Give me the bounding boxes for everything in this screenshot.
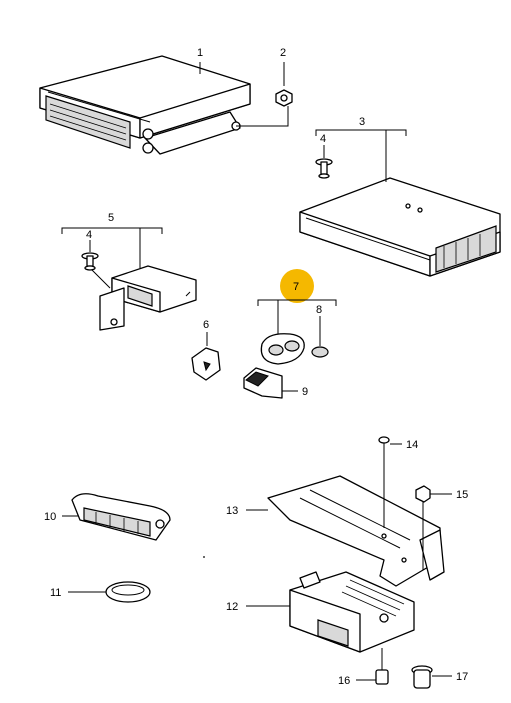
leader-4b-2 [91,269,111,289]
stray-dot [203,556,205,558]
mounting-bracket-part-13 [267,475,445,587]
bolt-part-15 [415,485,431,570]
callout-14: 14 [406,439,418,451]
callout-5: 5 [108,212,114,224]
bracket-3 [315,129,407,136]
callout-4a: 4 [320,133,326,145]
control-unit-part-3 [299,177,501,277]
callout-17: 17 [456,671,468,683]
remote-fob-part-7 [260,333,305,365]
nut-part-2 [275,89,293,107]
module-part-5 [99,265,197,331]
highlight-marker [280,269,314,303]
bracket-7 [257,299,337,306]
battery-part-8 [311,346,329,358]
callout-4b: 4 [86,229,92,241]
callout-13: 13 [226,505,238,517]
grommet-part-17 [411,665,433,689]
callout-6: 6 [203,319,209,331]
callout-7: 7 [293,281,299,293]
leader-2b [236,106,289,127]
housing-part-9 [243,367,283,399]
callout-9: 9 [302,386,308,398]
screw-part-14 [378,436,390,528]
callout-1: 1 [197,47,203,59]
clip-part-4-upper [315,158,333,179]
callout-12: 12 [226,601,238,613]
bracket-5 [61,227,163,234]
callout-15: 15 [456,489,468,501]
sensor-module-part-10 [71,493,171,541]
nut-part-16 [375,648,389,685]
amplifier-unit-part-12 [289,571,415,653]
callout-11: 11 [50,587,61,599]
callout-16: 16 [338,675,350,687]
cover-part-11 [105,581,151,603]
control-unit-part-1 [39,55,251,155]
callout-8: 8 [316,304,322,316]
clip-part-4-lower [81,252,99,271]
callout-10: 10 [44,511,56,523]
key-part-6 [191,347,221,381]
callout-2: 2 [280,47,286,59]
callout-3: 3 [359,116,365,128]
